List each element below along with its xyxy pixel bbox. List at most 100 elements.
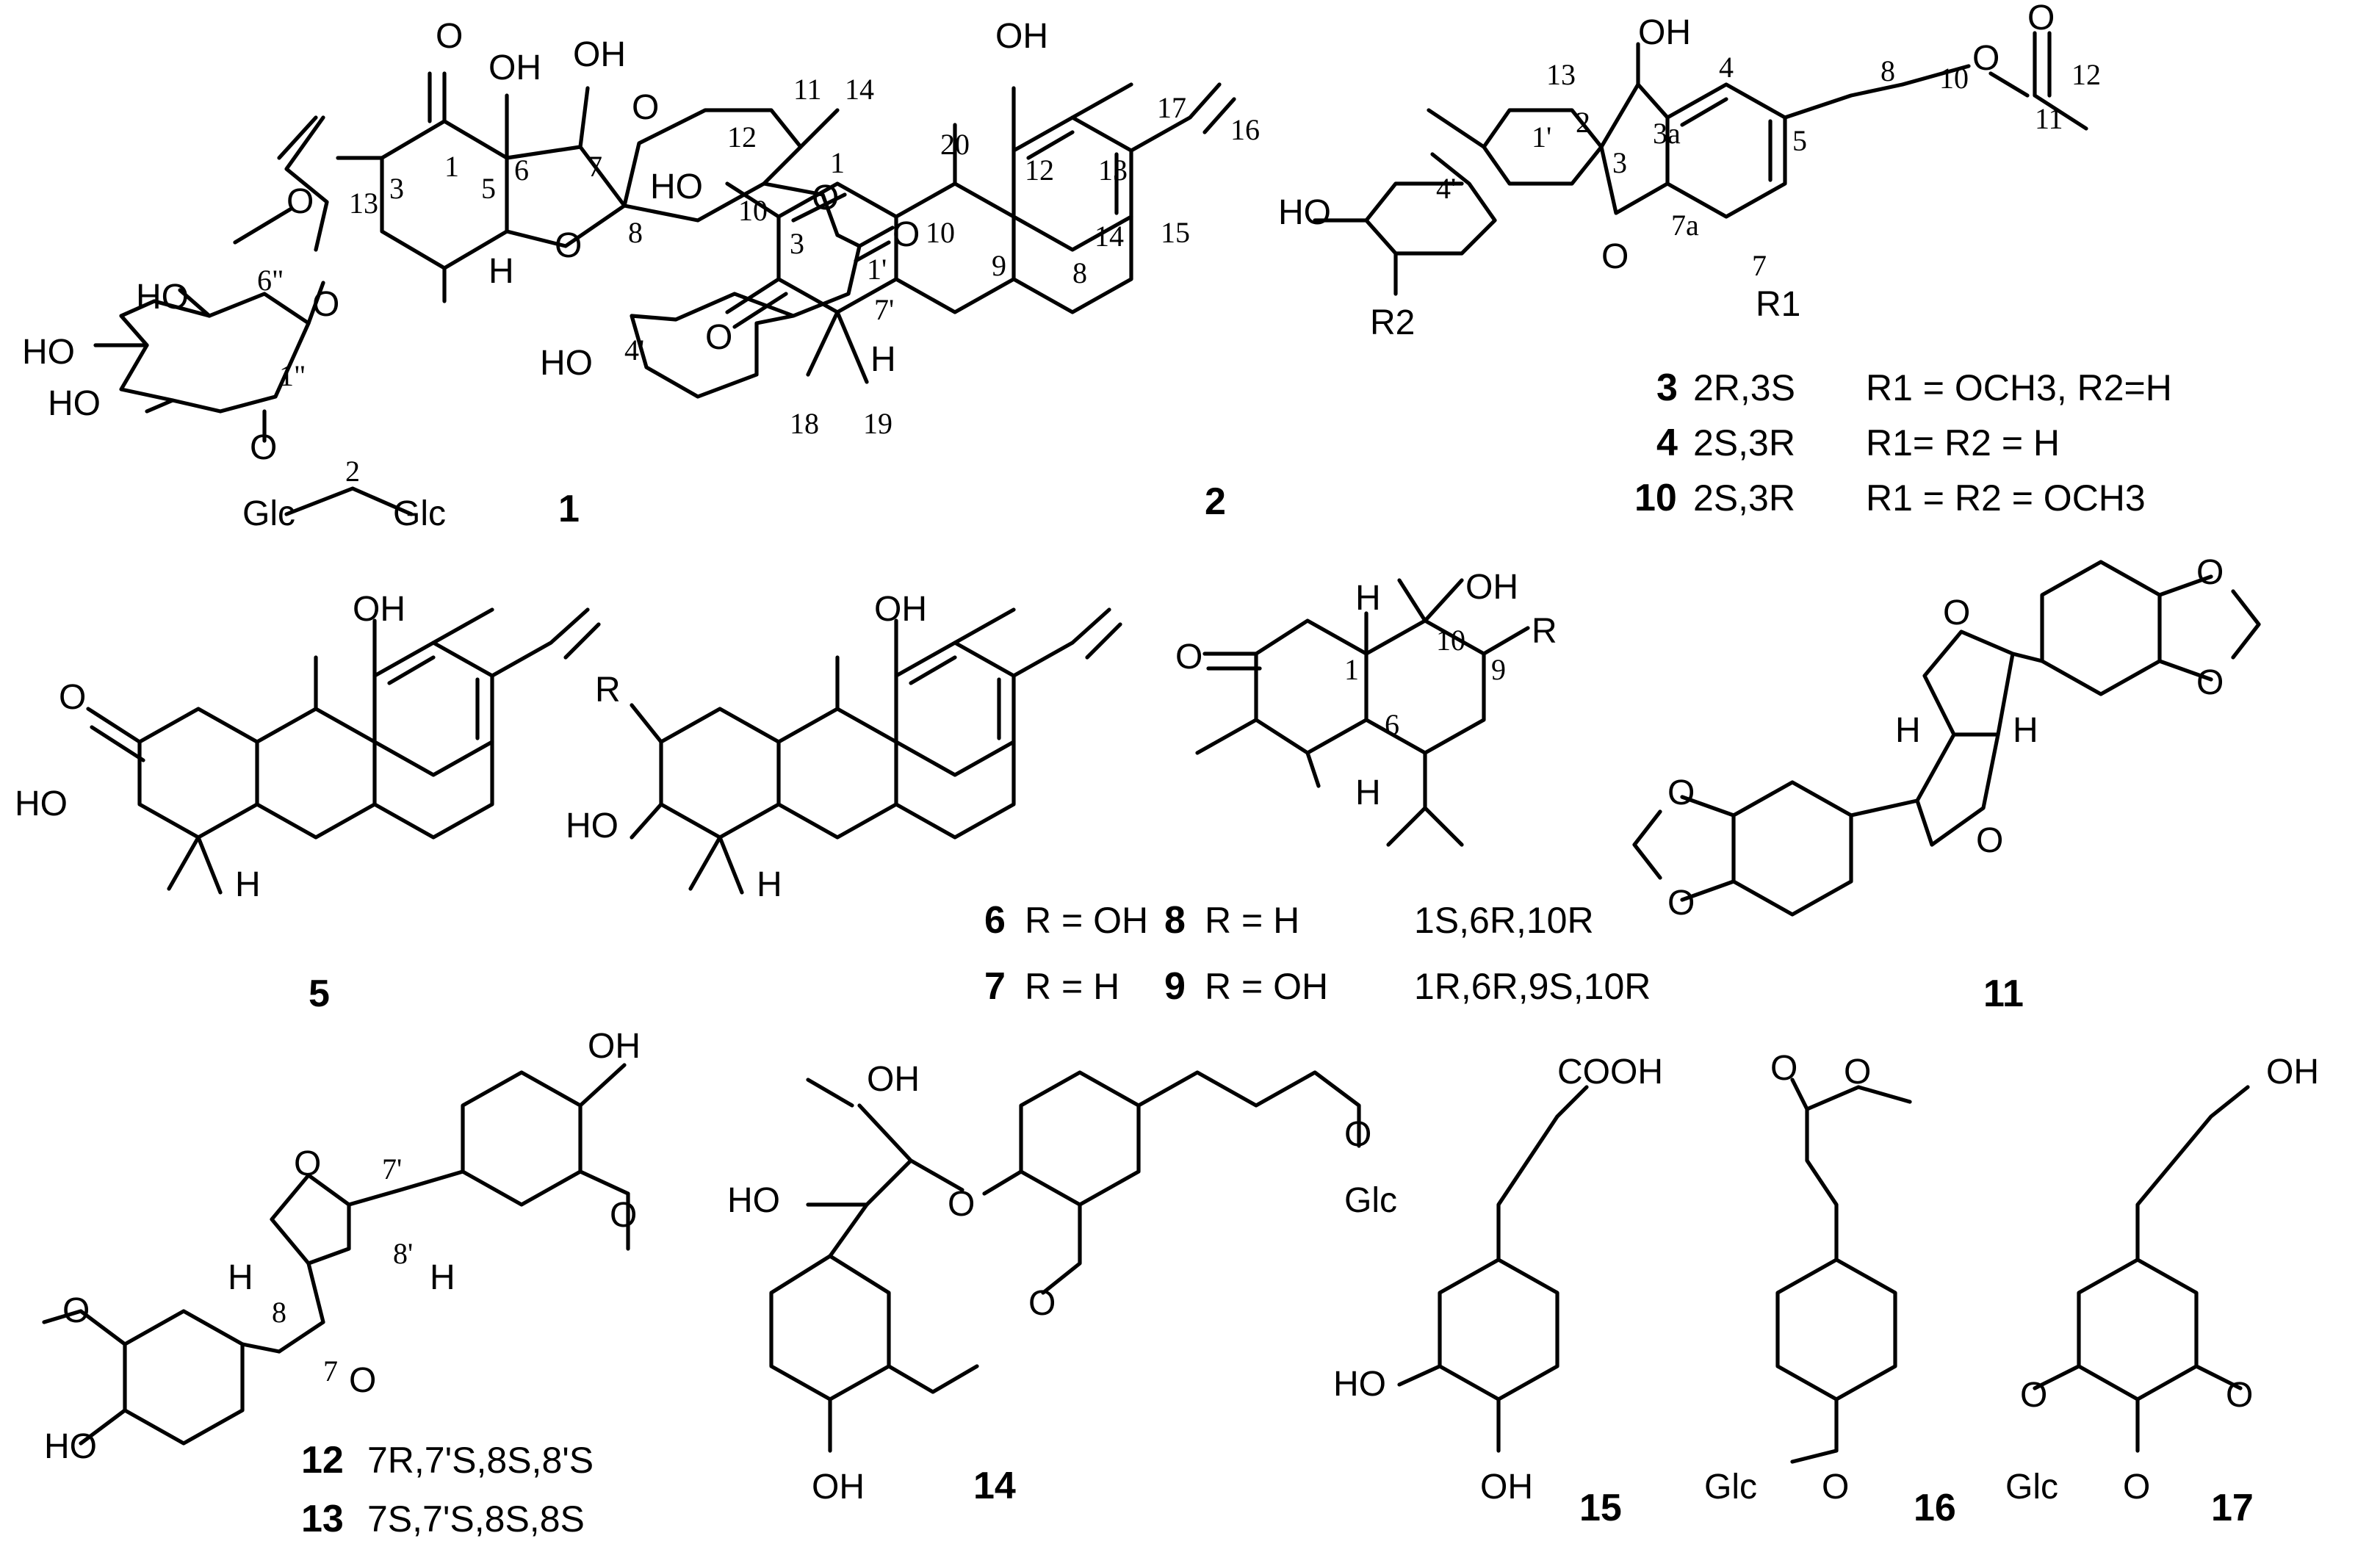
c3-locant-7a: 7a [1671,209,1699,242]
c1-atom-5: O [555,226,582,265]
c11-atom-6: O [1667,773,1695,812]
c3-locant-8: 8 [1880,54,1895,87]
c6-atom-3: HO [566,807,619,845]
desc-9-id: 9 [1164,965,1186,1008]
c11-atom-5: H [2013,711,2038,750]
c1-atom-1: O [436,17,463,56]
c3-locant-12: 12 [2071,58,2101,91]
c2-locant-1: 1 [830,146,845,179]
compound-6: OH R HO H 6 R = OH 7 R = H [566,590,1148,1008]
c17-atom-3: O [2226,1376,2253,1415]
c1-locant-6pp: 6" [257,264,284,297]
compound-14: OH HO O O Glc O OH 14 [727,1060,1397,1507]
c16-atom-1: O [1770,1049,1797,1088]
c2-locant-15: 15 [1161,216,1190,249]
c3-locant-3: 3 [1612,146,1627,179]
c14-atom-2: HO [727,1181,780,1220]
compound-17: OH O O Glc O 17 [2005,1053,2319,1529]
c2-locant-20: 20 [940,128,970,161]
c1-locant-5: 5 [481,172,496,205]
c14-atom-3: O [948,1185,975,1224]
compound-17-label: 17 [2211,1487,2254,1529]
compound-15: COOH HO OH 15 [1333,1053,1663,1529]
c2-locant-3: 3 [790,227,804,260]
c17-atom-2: O [2020,1376,2047,1415]
c1-atom-11: HO [136,278,189,317]
desc-9-stereo: 1R,6R,9S,10R [1414,966,1651,1007]
compound-11-label: 11 [1983,973,2024,1015]
c3-atom-7: R1 [1756,285,1800,324]
compound-16-label: 16 [1914,1487,1956,1529]
compound-5-label: 5 [309,973,330,1015]
c1-locant-11: 11 [793,73,822,106]
c12-atom-8: HO [44,1427,97,1466]
c15-atom-1: COOH [1557,1053,1663,1092]
desc-4-stereo: 2S,3R [1693,422,1795,463]
c1-locant-14: 14 [845,73,874,106]
c1-atom-16: Glc [393,494,446,533]
c6-atom-2: R [595,671,621,710]
c11-atom-1: O [1943,594,1970,632]
c1-atom-14: O [250,428,277,467]
c3-locant-11: 11 [2035,102,2063,135]
c1-atom-9: O [286,182,314,221]
c1-locant-12: 12 [727,120,757,154]
compound-15-label: 15 [1579,1487,1622,1529]
c3-locant-1p: 1' [1532,120,1551,154]
c1-locant-13: 13 [349,187,378,220]
c3-locant-13: 13 [1546,58,1576,91]
c17-atom-4: Glc [2005,1468,2058,1507]
c1-locant-2: 2 [345,455,360,488]
c3-atom-5: O [2027,0,2055,37]
c12-atom-4: H [228,1258,253,1297]
desc-4-r: R1= R2 = H [1866,422,2060,463]
c14-atom-1: OH [867,1060,920,1099]
c3-locant-5: 5 [1792,124,1807,157]
c8-atom-5: H [1355,773,1381,812]
c16-atom-3: Glc [1704,1468,1757,1507]
c14-atom-6: O [1028,1284,1056,1323]
c2-locant-19: 19 [863,407,892,440]
c1-locant-7p: 7' [874,293,894,326]
c5-atom-4: H [235,865,261,904]
compound-1-label: 1 [558,488,580,530]
c2-atom-4: H [870,340,896,379]
c12-locant-7p: 7' [382,1152,402,1186]
c1-locant-1pp: 1" [279,359,306,392]
desc-7-id: 7 [984,965,1006,1008]
c3-locant-4p: 4' [1436,172,1456,205]
compound-16: O O Glc O 16 [1704,1049,1956,1529]
c15-atom-2: HO [1333,1365,1386,1404]
compound-11: O O O H H O O O 11 [1632,553,2261,1015]
c3-atom-6: R2 [1370,303,1415,342]
compound-3: OH O O HO O R2 R1 13 4' 1' 2 3 3a 4 5 8 … [1278,0,2172,519]
c1-atom-10: O [312,285,339,324]
desc-4-id: 4 [1656,422,1678,464]
desc-8-id: 8 [1164,899,1186,942]
c14-atom-7: OH [812,1468,865,1507]
desc-6-id: 6 [984,899,1006,942]
c2-locant-14: 14 [1095,220,1124,253]
desc-10-id: 10 [1634,477,1677,519]
desc-12-id: 12 [301,1439,344,1482]
c5-atom-1: OH [353,590,405,629]
c1-locant-3: 3 [389,172,404,205]
c1-atom-2: OH [488,48,541,87]
c1-locant-4p: 4' [624,333,644,367]
c2-atom-2: HO [650,167,703,206]
desc-3-id: 3 [1656,367,1678,409]
compound-14-label: 14 [973,1465,1016,1507]
c12-atom-2: O [294,1144,321,1183]
c2-atom-1: OH [995,17,1048,56]
c2-locant-10: 10 [926,216,955,249]
c1-locant-1: 1 [444,150,459,183]
c12-atom-6: O [349,1361,376,1400]
c8-atom-4: R [1532,612,1557,651]
desc-8-stereo: 1S,6R,10R [1414,900,1594,941]
c3-atom-2: O [1601,237,1629,276]
desc-13-id: 13 [301,1498,344,1540]
c8-locant-1: 1 [1344,653,1359,686]
c12-locant-8p: 8' [393,1237,413,1270]
c11-atom-3: O [2196,663,2224,702]
c15-atom-3: OH [1480,1468,1533,1507]
